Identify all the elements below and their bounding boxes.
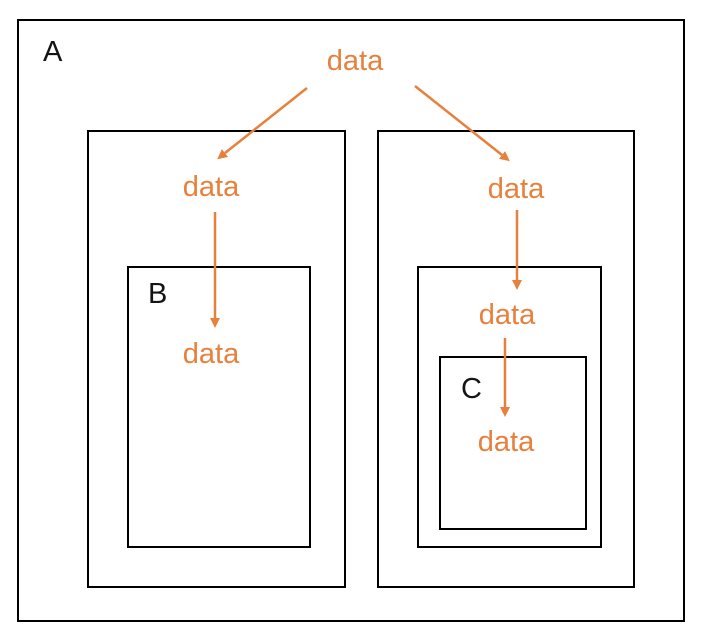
- left-branch-data-node-1: data: [182, 171, 240, 203]
- outer-box-a-label: A: [43, 36, 63, 68]
- box-c: [439, 356, 587, 530]
- outer-box-a: [17, 19, 685, 622]
- right-container-box: [377, 130, 635, 588]
- box-c-label: C: [461, 373, 482, 405]
- right-branch-data-node-1: data: [487, 173, 545, 205]
- left-branch-data-node-2: data: [182, 338, 240, 370]
- box-b-label: B: [148, 278, 168, 310]
- box-b: [127, 266, 311, 548]
- left-container-box: [87, 130, 346, 588]
- right-middle-box: [417, 266, 602, 548]
- right-branch-data-node-2: data: [478, 299, 536, 331]
- root-data-node: data: [326, 45, 384, 77]
- right-branch-data-node-3: data: [477, 426, 535, 458]
